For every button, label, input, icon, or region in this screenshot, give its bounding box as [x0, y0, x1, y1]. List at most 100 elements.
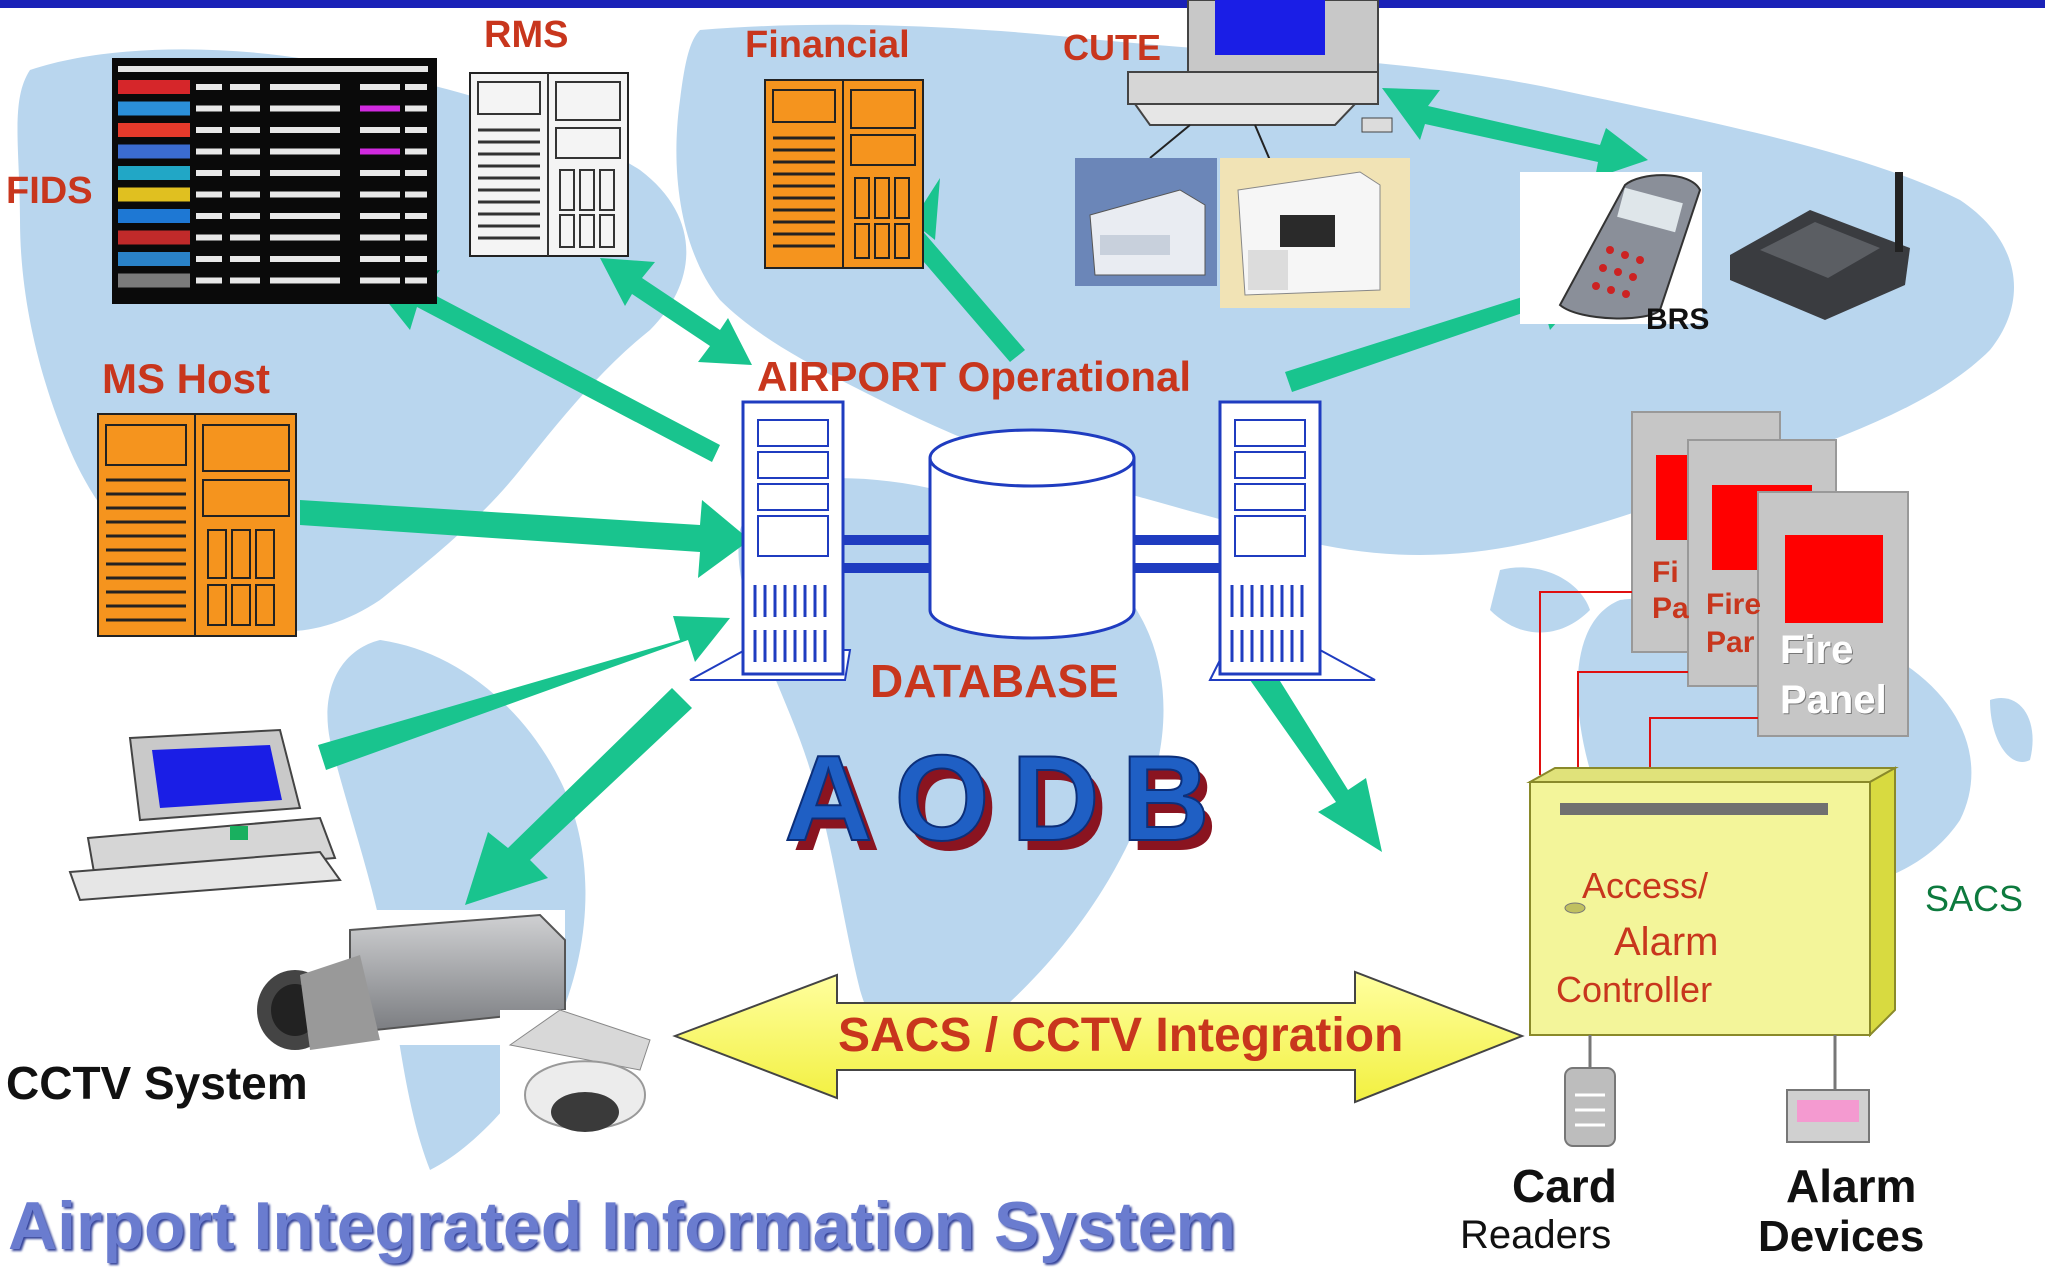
- fids-row-cell: [196, 277, 222, 284]
- fids-row-cell: [405, 191, 427, 198]
- fids-row-cell: [270, 148, 340, 155]
- arrow-aodb-brs: [1285, 268, 1592, 392]
- fids-row-cell: [270, 105, 340, 112]
- svg-text:AODB: AODB: [784, 730, 1231, 866]
- fids-row-cell: [196, 256, 222, 262]
- fids-row-cell: [196, 105, 222, 112]
- arrow-aodb-financial: [892, 178, 1025, 362]
- arrow-aodb-cctv: [465, 688, 692, 905]
- fids-airline-logo: [118, 187, 190, 202]
- fids-row-cell: [196, 234, 222, 241]
- fids-row-cell: [270, 127, 340, 133]
- fids-airline-logo: [118, 273, 190, 288]
- fids-row-cell: [360, 191, 400, 198]
- fids-airline-logo: [118, 252, 190, 266]
- fire-panel-front-label-1: Fire: [1780, 628, 1854, 672]
- fids-row-cell: [196, 84, 222, 90]
- rms-server: [469, 72, 629, 257]
- fids-row-cell: [405, 170, 427, 176]
- fire-panel-front-label-2: Panel: [1780, 678, 1887, 722]
- fids-label: FIDS: [6, 170, 93, 212]
- cute-label: CUTE: [1063, 27, 1161, 68]
- fire-panel-back-label-2: Pa: [1652, 592, 1689, 625]
- fids-row-cell: [230, 127, 260, 133]
- fire-panel-mid-label-2: Par: [1706, 626, 1755, 659]
- fids-row-cell: [360, 148, 400, 155]
- arrow-workstation-aodb: [318, 616, 730, 770]
- arrow-cute-brs: [1382, 88, 1648, 178]
- alarm-devices-label-1: Alarm: [1786, 1160, 1917, 1212]
- fids-row-cell: [270, 170, 340, 176]
- fids-row-cell: [405, 234, 427, 241]
- fids-row-cell: [270, 84, 340, 90]
- fids-row-cell: [230, 256, 260, 262]
- financial-server: [764, 79, 924, 269]
- fids-row-cell: [405, 105, 427, 112]
- aodb-server-right: [1208, 400, 1376, 681]
- fids-row-cell: [230, 105, 260, 112]
- fids-row-cell: [360, 84, 400, 90]
- access-alarm-controller: [1526, 766, 1899, 1038]
- printer-1: [1075, 158, 1217, 286]
- fids-airline-logo: [118, 230, 190, 245]
- fids-row-cell: [230, 148, 260, 155]
- arrow-aodb-sacs: [1250, 665, 1382, 852]
- fids-airline-logo: [118, 101, 190, 116]
- printer-2: [1220, 158, 1410, 308]
- controller-label-1: Access/: [1582, 865, 1709, 906]
- database-cylinder-icon: [928, 428, 1136, 640]
- fids-airline-logo: [118, 166, 190, 180]
- fids-row-cell: [405, 256, 427, 262]
- fids-row-cell: [405, 84, 427, 90]
- fids-row-cell: [360, 105, 400, 112]
- fire-panel-front: [1757, 491, 1909, 737]
- fids-airline-logo: [118, 144, 190, 159]
- brs-handheld: [1520, 172, 1702, 324]
- cute-workstation: [1127, 0, 1393, 173]
- svg-text:AODB: AODB: [792, 740, 1239, 876]
- fids-airline-logo: [118, 209, 190, 223]
- fids-row-cell: [196, 213, 222, 219]
- fids-row-cell: [196, 170, 222, 176]
- sacs-cctv-integration-arrow: [672, 970, 1525, 1104]
- fids-row-cell: [360, 170, 400, 176]
- connector-arrows: [300, 88, 1648, 905]
- ms-host-server: [97, 413, 297, 637]
- wireless-base-station: [1730, 172, 1910, 320]
- card-readers-label-2: Readers: [1460, 1213, 1612, 1257]
- fids-row-cell: [360, 234, 400, 241]
- database-links: [843, 535, 1220, 573]
- fids-row-cell: [270, 191, 340, 198]
- arrow-aodb-rms: [600, 258, 752, 365]
- controller-label-3: Controller: [1556, 969, 1713, 1010]
- aodb-logo-text: AODB AODB: [783, 729, 1239, 876]
- fids-row-cell: [270, 213, 340, 219]
- alarm-devices-label-2: Devices: [1758, 1212, 1925, 1261]
- brs-label: BRS: [1646, 303, 1710, 336]
- fids-row-cell: [270, 234, 340, 241]
- fids-row-cell: [405, 127, 427, 133]
- integration-label: SACS / CCTV Integration: [838, 1009, 1404, 1062]
- alarm-device: [1786, 1035, 1870, 1143]
- fire-panel-back-label-1: Fi: [1652, 556, 1679, 589]
- fids-row-cell: [360, 127, 400, 133]
- fids-row-cell: [405, 277, 427, 284]
- fids-airline-logo: [118, 123, 190, 137]
- arrow-aodb-fids: [370, 270, 720, 462]
- ms-host-label: MS Host: [102, 355, 270, 402]
- fids-board: [112, 58, 437, 304]
- card-reader: [1564, 1035, 1616, 1147]
- fids-row-cell: [405, 148, 427, 155]
- fids-row-cell: [405, 213, 427, 219]
- fids-row-cell: [270, 256, 340, 262]
- fids-row-cell: [360, 256, 400, 262]
- aodb-server-left: [689, 400, 852, 681]
- fire-wiring: [1539, 591, 1758, 775]
- fids-row-cell: [196, 148, 222, 155]
- fids-airline-logo: [118, 80, 190, 94]
- fids-row-cell: [196, 127, 222, 133]
- dome-camera: [500, 1009, 660, 1150]
- arrow-mshost-aodb: [300, 500, 750, 578]
